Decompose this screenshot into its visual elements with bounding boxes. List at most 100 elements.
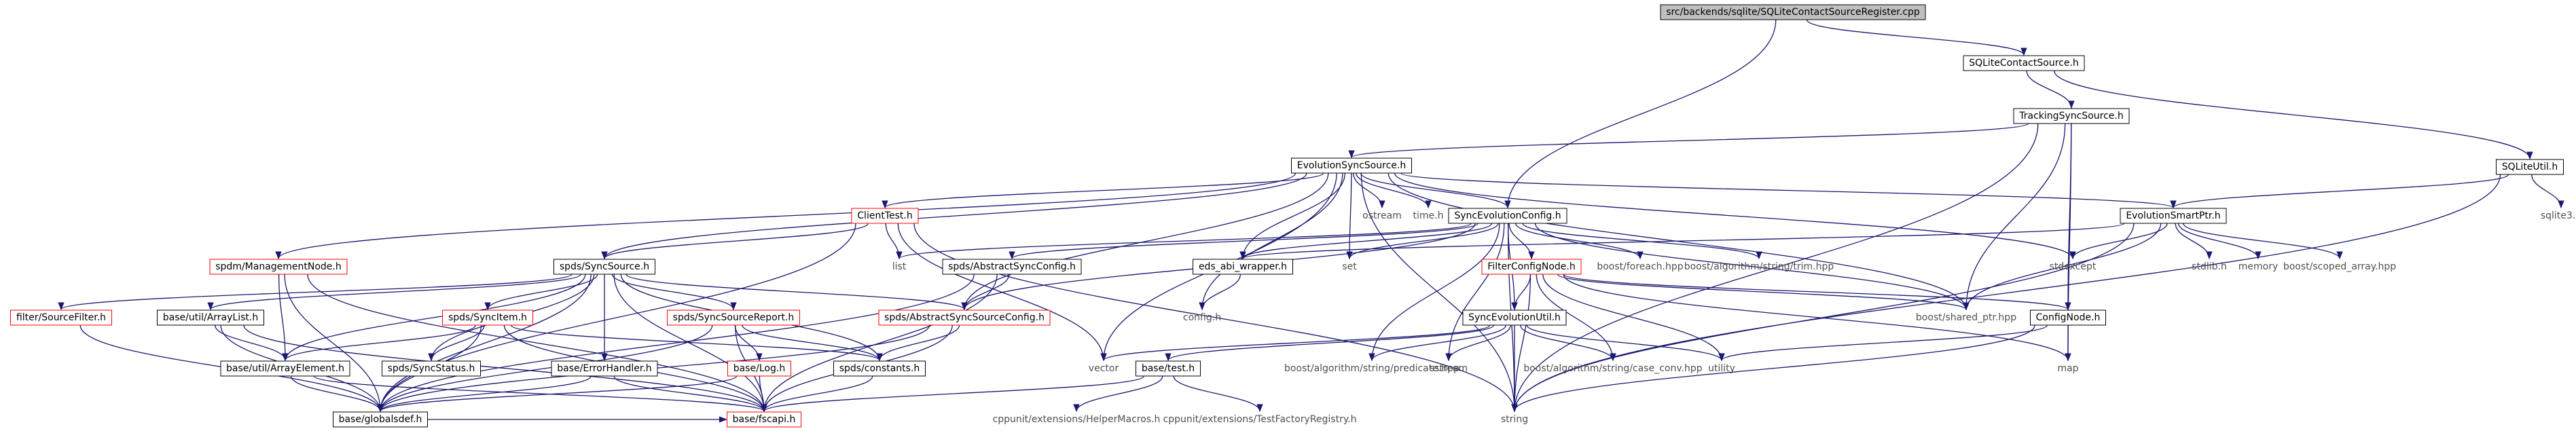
node-label: boost/algorithm/string/trim.hpp bbox=[1684, 261, 1834, 272]
node-base-util-arrayelement-h[interactable]: base/util/ArrayElement.h bbox=[220, 360, 350, 377]
node-utility: utility bbox=[1708, 363, 1735, 374]
node-box bbox=[209, 259, 348, 275]
node-label: spds/SyncSourceReport.h bbox=[673, 312, 795, 323]
node-spds-syncsource-h[interactable]: spds/SyncSource.h bbox=[554, 259, 655, 275]
node-cppunit-extensions-helpermacros-h: cppunit/extensions/HelperMacros.h bbox=[993, 414, 1161, 425]
node-box bbox=[1963, 55, 2085, 71]
node-boost-foreach-hpp: boost/foreach.hpp bbox=[1597, 261, 1683, 272]
node-label: base/fscapi.h bbox=[733, 414, 796, 425]
node-filterconfignode-h[interactable]: FilterConfigNode.h bbox=[1481, 259, 1582, 275]
node-label: boost/algorithm/string/case_conv.hpp bbox=[1523, 363, 1702, 374]
edge-seu-to-caseconv bbox=[1520, 324, 1616, 362]
edge-sqlutil-to-sqlite3 bbox=[2531, 174, 2564, 209]
edge-confignode-to-utility bbox=[1718, 324, 2048, 362]
edge-sec-to-edsabi bbox=[1239, 223, 1493, 260]
node-spds-syncstatus-h[interactable]: spds/SyncStatus.h bbox=[382, 360, 481, 377]
edge-ess-to-syncsource bbox=[601, 172, 1307, 260]
node-box bbox=[157, 310, 264, 326]
node-label: EvolutionSyncSource.h bbox=[1297, 160, 1406, 171]
node-syncevolutionutil-h[interactable]: SyncEvolutionUtil.h bbox=[1462, 310, 1567, 326]
node-label: base/util/ArrayList.h bbox=[163, 312, 258, 323]
edge-sec-to-list bbox=[896, 223, 1472, 260]
edge-syncitem-to-arrayelement bbox=[282, 324, 476, 362]
node-label: base/Log.h bbox=[733, 363, 785, 374]
node-base-fscapi-h[interactable]: base/fscapi.h bbox=[727, 411, 801, 428]
edge-sec-to-asc bbox=[1009, 223, 1479, 260]
node-label: utility bbox=[1708, 363, 1735, 374]
node-label: spds/SyncSource.h bbox=[560, 261, 649, 272]
edge-syncsource-to-arraylist bbox=[207, 274, 581, 311]
node-base-errorhandler-h[interactable]: base/ErrorHandler.h bbox=[551, 360, 658, 377]
node-eds-abi-wrapper-h[interactable]: eds_abi_wrapper.h bbox=[1193, 259, 1293, 275]
node-label: EvolutionSmartPtr.h bbox=[2126, 210, 2220, 221]
edge-seu-to-sstream bbox=[1445, 324, 1511, 362]
edge-sec-to-set bbox=[1346, 223, 1499, 260]
edge-tss-to-ess bbox=[1348, 123, 2029, 159]
node-box bbox=[1481, 259, 1582, 275]
nodes-layer: src/backends/sqlite/SQLiteContactSourceR… bbox=[10, 4, 2576, 428]
edge-constants-to-fscapi bbox=[761, 375, 873, 413]
node-label: spds/constants.h bbox=[839, 363, 920, 374]
edge-errorhandler-to-fscapi bbox=[613, 375, 767, 413]
node-box bbox=[551, 360, 658, 377]
edge-esp-to-sharedptr bbox=[1963, 223, 2162, 311]
node-sqliteutil-h[interactable]: SQLiteUtil.h bbox=[2496, 159, 2564, 175]
node-clienttest-h[interactable]: ClientTest.h bbox=[851, 208, 919, 224]
node-box bbox=[2030, 310, 2106, 326]
node-stdlib-h: stdlib.h bbox=[2192, 261, 2227, 272]
node-box bbox=[2013, 108, 2130, 124]
node-syncevolutionconfig-h[interactable]: SyncEvolutionConfig.h bbox=[1448, 208, 1567, 224]
node-label: vector bbox=[1089, 363, 1119, 374]
edges-layer bbox=[58, 19, 2564, 423]
node-spds-constants-h[interactable]: spds/constants.h bbox=[833, 360, 926, 377]
node-label: SQLiteContactSource.h bbox=[1969, 58, 2079, 69]
node-box bbox=[2496, 159, 2564, 175]
edge-clienttest-to-string bbox=[913, 223, 1518, 413]
edge-tss-to-confignode bbox=[2065, 123, 2072, 311]
node-boost-algorithm-string-case-conv-hpp: boost/algorithm/string/case_conv.hpp bbox=[1523, 363, 1702, 374]
node-sqlitecontactsource-h[interactable]: SQLiteContactSource.h bbox=[1963, 55, 2085, 71]
node-spds-syncitem-h[interactable]: spds/SyncItem.h bbox=[442, 310, 533, 326]
node-box bbox=[1291, 157, 1412, 174]
node-trackingsyncsource-h[interactable]: TrackingSyncSource.h bbox=[2013, 108, 2130, 124]
node-spds-syncsourcereport-h[interactable]: spds/SyncSourceReport.h bbox=[667, 310, 800, 326]
node-confignode-h[interactable]: ConfigNode.h bbox=[2030, 310, 2106, 326]
node-box bbox=[1660, 4, 1926, 20]
edge-fcn-to-utility bbox=[1542, 274, 1725, 362]
node-box bbox=[942, 259, 1082, 275]
edge-ess-to-sec bbox=[1360, 172, 1511, 209]
edge-ess-to-set bbox=[1346, 172, 1353, 260]
edge-errorhandler-to-globalsdef bbox=[377, 375, 592, 413]
node-box bbox=[851, 208, 919, 224]
edge-ess-to-configh bbox=[1199, 172, 1343, 311]
edge-ascs-to-constants bbox=[876, 324, 960, 362]
node-evolutionsyncsource-h[interactable]: EvolutionSyncSource.h bbox=[1291, 157, 1412, 174]
node-label: SQLiteUtil.h bbox=[2502, 162, 2558, 172]
node-box bbox=[554, 259, 655, 275]
node-spds-abstractsyncconfig-h[interactable]: spds/AbstractSyncConfig.h bbox=[942, 259, 1082, 275]
node-spdm-managementnode-h[interactable]: spdm/ManagementNode.h bbox=[209, 259, 348, 275]
node-base-log-h[interactable]: base/Log.h bbox=[727, 360, 791, 377]
node-map: map bbox=[2057, 363, 2078, 374]
node-base-test-h[interactable]: base/test.h bbox=[1136, 360, 1201, 377]
node-spds-abstractsyncsourceconfig-h[interactable]: spds/AbstractSyncSourceConfig.h bbox=[878, 310, 1051, 326]
node-filter-sourcefilter-h[interactable]: filter/SourceFilter.h bbox=[10, 310, 112, 326]
edge-mgmt-to-fscapi bbox=[307, 274, 767, 413]
node-label: base/ErrorHandler.h bbox=[557, 363, 651, 374]
edge-ess-to-mgmt bbox=[275, 172, 1296, 260]
node-label: memory bbox=[2238, 261, 2279, 272]
node-src-backends-sqlite-sqlitecontactsourceregister-cpp[interactable]: src/backends/sqlite/SQLiteContactSourceR… bbox=[1660, 4, 1926, 20]
edge-basetest-to-testfactory bbox=[1173, 375, 1263, 413]
node-label: boost/algorithm/string/predicate.hpp bbox=[1284, 363, 1459, 374]
node-box bbox=[382, 360, 481, 377]
edge-clienttest-to-syncsource bbox=[601, 223, 869, 260]
node-base-globalsdef-h[interactable]: base/globalsdef.h bbox=[333, 411, 428, 428]
node-evolutionsmartptr-h[interactable]: EvolutionSmartPtr.h bbox=[2120, 208, 2227, 224]
edge-syncsource-to-ssr bbox=[611, 274, 737, 311]
node-cppunit-extensions-testfactoryregistry-h: cppunit/extensions/TestFactoryRegistry.h bbox=[1163, 414, 1357, 425]
node-base-util-arraylist-h[interactable]: base/util/ArrayList.h bbox=[157, 310, 264, 326]
edge-fcn-to-sharedptr bbox=[1557, 274, 1970, 311]
node-label: ConfigNode.h bbox=[2036, 312, 2101, 323]
node-boost-scoped-array-hpp: boost/scoped_array.hpp bbox=[2283, 261, 2396, 272]
node-box bbox=[10, 310, 112, 326]
